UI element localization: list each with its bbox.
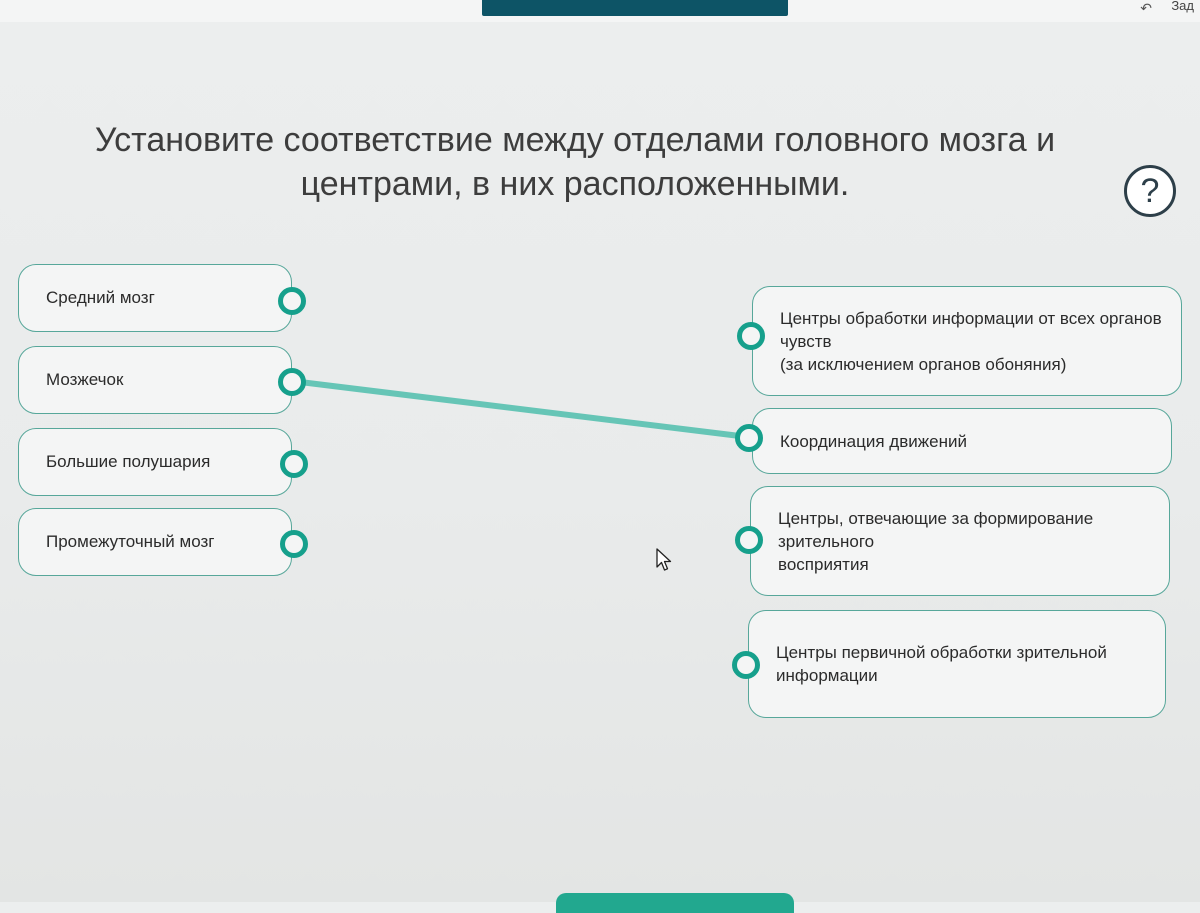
right-item-label: Координация движений [780,431,967,451]
left-item-srednij-mozg[interactable]: Средний мозг [18,264,292,332]
right-connector-koordinaciya-dvizhenij[interactable] [735,424,763,452]
left-item-label: Средний мозг [46,288,155,307]
left-item-label: Мозжечок [46,370,124,389]
right-item-pervichnaya-obrabotka[interactable]: Центры первичной обработки зрительной ин… [748,610,1166,718]
right-item-zritelnoe-vospriyatie[interactable]: Центры, отвечающие за формирование зрите… [750,486,1170,596]
left-connector-promezhutochnyj-mozg[interactable] [280,530,308,558]
left-item-label: Большие полушария [46,452,211,471]
browser-top-bar: ↶ Зад [0,0,1200,22]
left-item-label: Промежуточный мозг [46,532,215,551]
right-connector-centry-obrabotki[interactable] [737,322,765,350]
left-item-promezhutochnyj-mozg[interactable]: Промежуточный мозг [18,508,292,576]
undo-icon[interactable]: ↶ [1140,0,1152,16]
right-connector-pervichnaya-obrabotka[interactable] [732,651,760,679]
mouse-cursor-icon [656,548,672,571]
left-item-bolshie-polushariya[interactable]: Большие полушария [18,428,292,496]
right-item-label: Центры первичной обработки зрительной ин… [776,643,1107,685]
top-right-label[interactable]: Зад [1171,0,1194,13]
right-item-koordinaciya-dvizhenij[interactable]: Координация движений [752,408,1172,474]
right-connector-zritelnoe-vospriyatie[interactable] [735,526,763,554]
connection-line [289,378,751,440]
left-connector-srednij-mozg[interactable] [278,287,306,315]
right-item-label: Центры обработки информации от всех орга… [780,308,1162,374]
question-title: Установите соответствие между отделами г… [94,121,1056,203]
left-connector-bolshie-polushariya[interactable] [280,450,308,478]
active-tab[interactable] [482,0,788,16]
left-item-mozzhechok[interactable]: Мозжечок [18,346,292,414]
right-item-label: Центры, отвечающие за формирование зрите… [778,508,1094,574]
submit-button[interactable] [556,893,794,913]
left-connector-mozzhechok[interactable] [278,368,306,396]
help-button[interactable]: ? [1124,165,1176,217]
right-item-centry-obrabotki[interactable]: Центры обработки информации от всех орга… [752,286,1182,396]
